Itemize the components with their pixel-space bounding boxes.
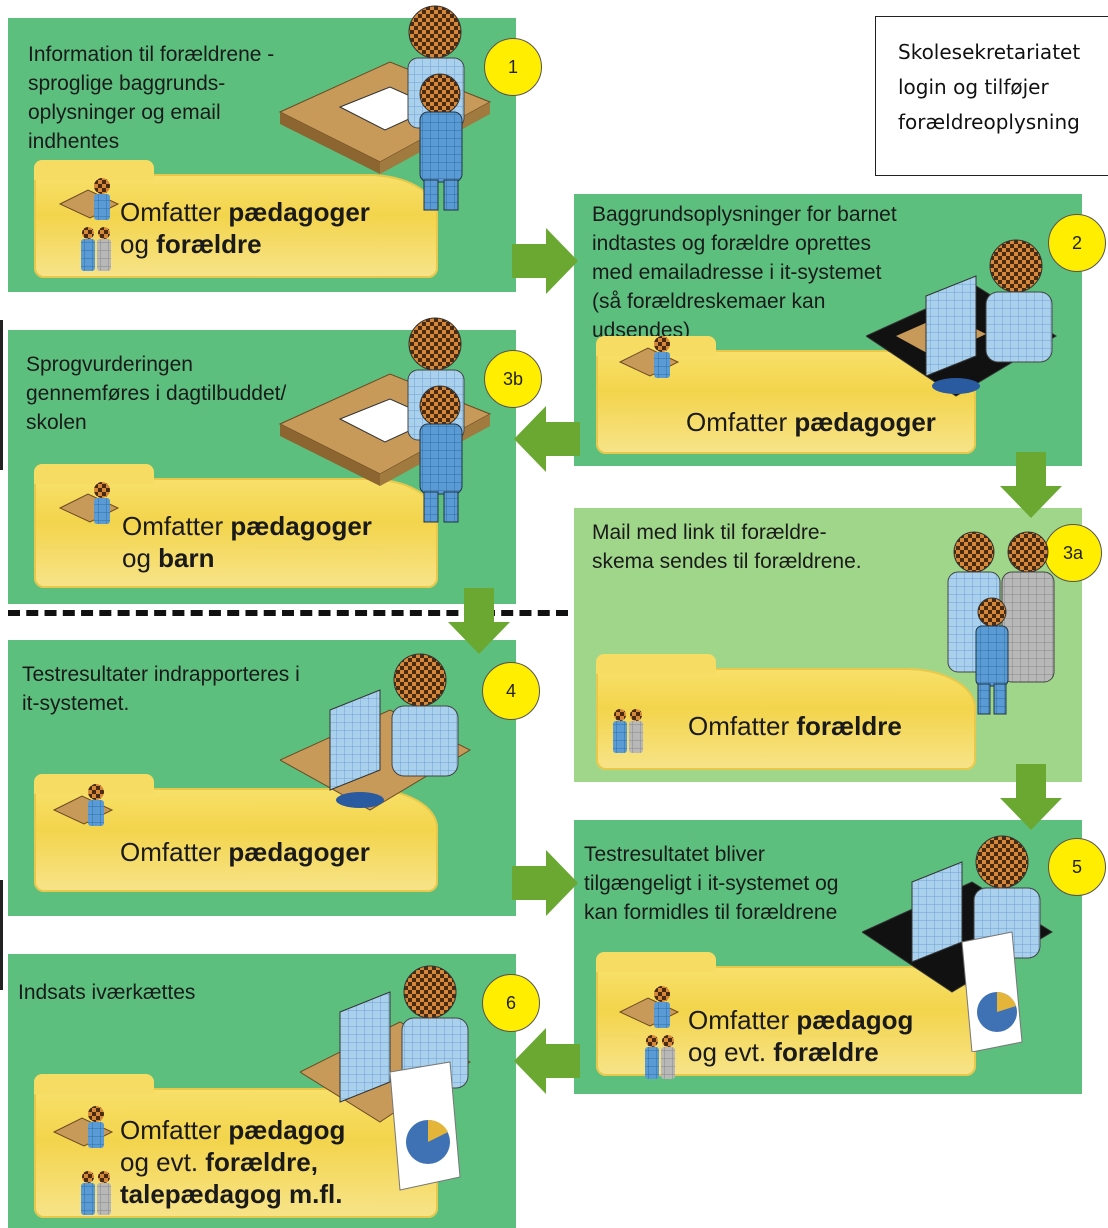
note-line-3: forældreoplysning xyxy=(898,110,1080,134)
step-3a-description: Mail med link til forældre- skema sendes… xyxy=(592,521,862,573)
arrow-right-icon xyxy=(512,850,578,916)
people-icon xyxy=(81,1171,111,1215)
arrow-left-icon xyxy=(514,406,580,472)
step-2-description: Baggrundsoplysninger for barnet indtaste… xyxy=(592,203,897,342)
step-5-description: Testresultatet bliver tilgængeligt i it-… xyxy=(584,843,839,924)
badge-4: 4 xyxy=(482,662,540,720)
people-icon xyxy=(645,1035,675,1079)
badge-6: 6 xyxy=(482,974,540,1032)
desk-scene-icon xyxy=(278,5,492,211)
computer-report-icon xyxy=(300,965,471,1191)
step-4-panel-text: Omfatter pædagoger xyxy=(120,836,370,868)
step-3b-description: Sprogvurderingen gennemføres i dagtilbud… xyxy=(26,353,287,434)
step-2-panel-text: Omfatter pædagoger xyxy=(686,406,936,438)
panel-line: og barn xyxy=(122,543,215,573)
panel-line: Omfatter pædagog xyxy=(688,1005,914,1035)
edge-mark xyxy=(0,320,3,470)
panel-line: Omfatter pædagoger xyxy=(122,511,372,541)
arrow-down-icon xyxy=(1000,452,1062,518)
desk-icon xyxy=(618,336,680,378)
note-line-1: Skolesekretariatet xyxy=(898,40,1081,64)
badge-2: 2 xyxy=(1048,214,1106,272)
desk-icon xyxy=(58,178,120,220)
panel-line: Omfatter pædagog xyxy=(120,1115,346,1145)
arrow-left-icon xyxy=(514,1028,580,1094)
desk-icon xyxy=(52,1106,114,1148)
note-box: Skolesekretariatet login og tilføjer for… xyxy=(875,16,1108,176)
panel-line: talepædagog m.fl. xyxy=(120,1179,343,1209)
people-icon xyxy=(81,227,111,271)
step-6-description: Indsats iværkættes xyxy=(18,981,196,1004)
panel-line: Omfatter pædagoger xyxy=(120,197,370,227)
badge-3a: 3a xyxy=(1044,524,1102,582)
arrow-down-icon xyxy=(448,588,510,654)
panel-line: Omfatter forældre xyxy=(688,711,902,741)
step-3a-panel-text: Omfatter forældre xyxy=(688,710,902,742)
edge-mark xyxy=(0,880,3,990)
arrow-right-icon xyxy=(512,228,578,294)
panel-line: Omfatter pædagoger xyxy=(120,837,370,867)
desk-icon xyxy=(58,482,120,524)
desk-icon xyxy=(618,986,680,1028)
computer-desk-icon xyxy=(280,653,472,811)
step-3a-panel xyxy=(596,654,976,770)
family-icon xyxy=(947,531,1055,715)
note-line-2: login og tilføjer xyxy=(898,75,1049,99)
badge-3b: 3b xyxy=(484,350,542,408)
people-icon xyxy=(613,709,643,753)
panel-line: og evt. forældre, xyxy=(120,1147,318,1177)
arrow-down-icon xyxy=(1000,764,1062,830)
panel-line: Omfatter pædagoger xyxy=(686,407,936,437)
desk-scene-icon xyxy=(278,317,492,523)
desk-icon xyxy=(52,784,114,826)
step-4-description: Testresultater indrapporteres i it-syste… xyxy=(22,663,300,715)
computer-report-icon xyxy=(862,835,1053,1052)
step-1-description: Information til forældrene - sproglige b… xyxy=(28,43,275,153)
badge-5: 5 xyxy=(1048,838,1106,896)
panel-line: og forældre xyxy=(120,229,262,259)
panel-line: og evt. forældre xyxy=(688,1037,879,1067)
dashed-divider xyxy=(8,610,568,616)
computer-desk-icon xyxy=(866,239,1057,397)
badge-1: 1 xyxy=(484,38,542,96)
